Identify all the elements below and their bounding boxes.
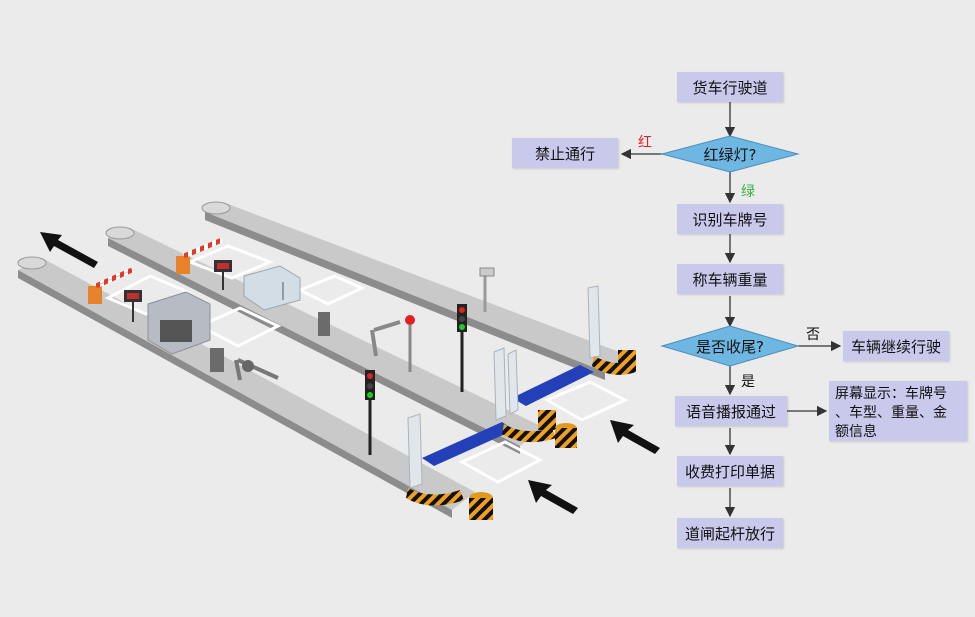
road-lanes [17, 201, 630, 518]
node-truck-lane: 货车行驶道 [677, 72, 783, 102]
node-stop: 禁止通行 [512, 138, 618, 168]
direction-arrow-icon [40, 232, 660, 514]
label-no: 否 [806, 327, 820, 343]
barrier-gate-icon [88, 237, 401, 381]
gantry-pillars [407, 285, 601, 489]
node-is-tail: 是否收尾? [696, 337, 764, 356]
node-red-green-light: 红绿灯? [703, 145, 757, 164]
tire-bumper-icon [406, 350, 636, 520]
led-display-icon [124, 260, 232, 322]
decision-light-shape [660, 135, 800, 173]
label-red: 红 [638, 135, 652, 151]
label-green: 绿 [741, 184, 755, 200]
screen-line-1: 屏幕显示：车牌号 [835, 386, 947, 402]
node-print: 收费打印单据 [677, 456, 783, 486]
screen-line-3: 额信息 [835, 424, 877, 440]
lane-frames [104, 244, 629, 484]
node-weigh: 称车辆重量 [677, 264, 783, 294]
node-recognize-plate: 识别车牌号 [677, 204, 783, 234]
node-continue: 车辆继续行驶 [843, 331, 949, 361]
traffic-light-icon [365, 304, 467, 455]
weigh-scales [422, 365, 594, 466]
node-gate-up: 道闸起杆放行 [677, 518, 783, 548]
node-voice: 语音播报通过 [675, 396, 787, 426]
label-yes: 是 [741, 374, 755, 390]
node-screen-display: 屏幕显示：车牌号 、车型、重量、金 额信息 [829, 381, 967, 441]
flow-connectors [620, 102, 842, 518]
toll-booth-icon [147, 265, 330, 372]
screen-line-2: 、车型、重量、金 [835, 405, 947, 421]
camera-icon [282, 267, 495, 312]
decision-tail-shape [660, 325, 800, 367]
